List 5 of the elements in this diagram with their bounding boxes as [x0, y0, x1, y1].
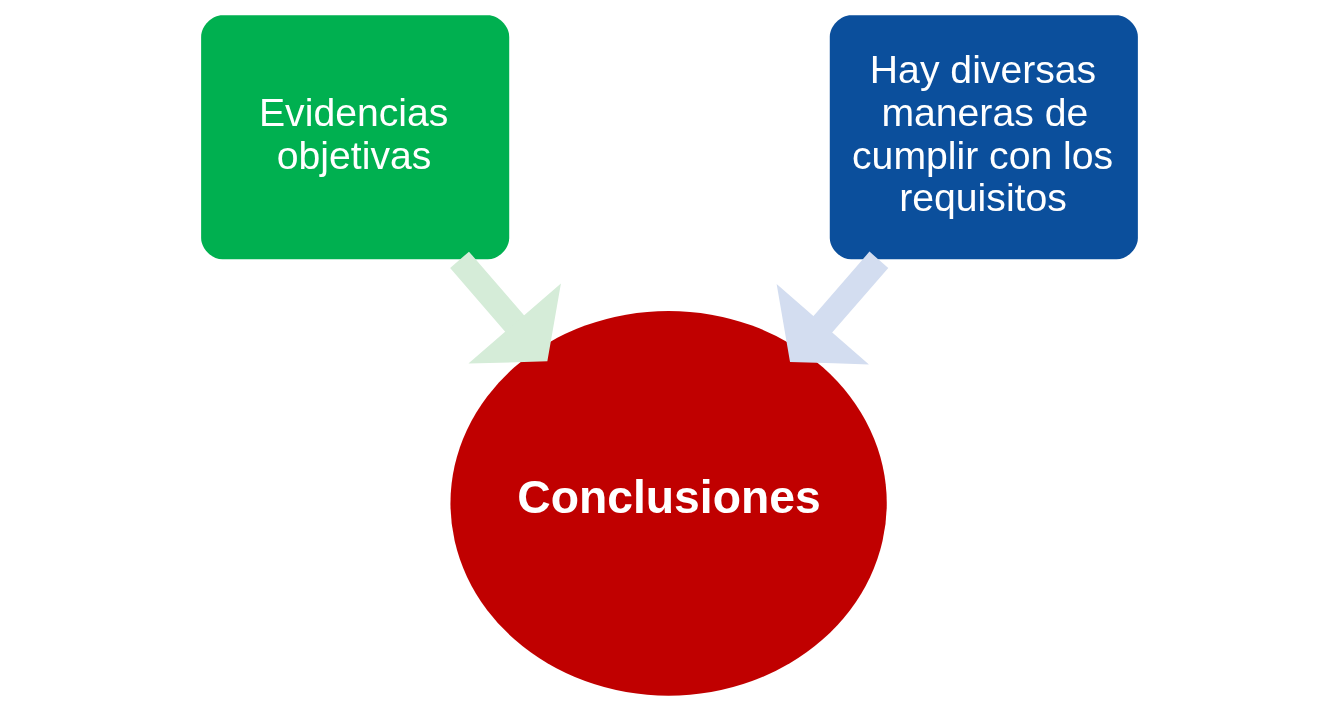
arrow [449, 251, 561, 364]
arrow [776, 251, 888, 365]
node-box: Hay diversas maneras de cumplir con los requisitos [829, 15, 1138, 260]
node-ellipse: Conclusiones [449, 311, 887, 696]
node-box: Evidencias objetivas [200, 15, 509, 260]
